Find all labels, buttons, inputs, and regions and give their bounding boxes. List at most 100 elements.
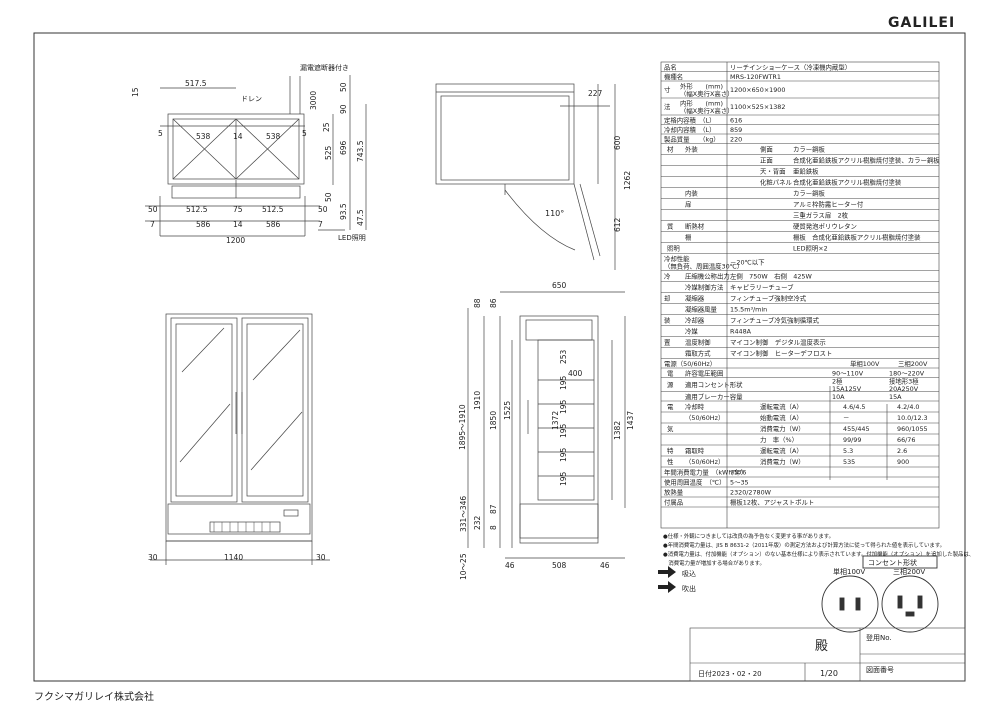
spec-row-2: 寸 bbox=[664, 85, 671, 94]
elec-char-row-2: 気 bbox=[667, 424, 674, 433]
company-name: フクシマガリレイ株式会社 bbox=[34, 692, 154, 703]
side-view bbox=[467, 291, 626, 559]
material-row-9: 照明 bbox=[667, 245, 680, 253]
tail-row-0: 7576 bbox=[730, 469, 746, 477]
elec-char-row-4: 運転電流（A） bbox=[760, 446, 803, 455]
outlet-three-phase: 三相200V bbox=[893, 567, 925, 576]
dim-label-side_46l: 46 bbox=[505, 561, 515, 570]
spec-row-1: 機種名 bbox=[664, 72, 683, 81]
dim-label-d50l: 50 bbox=[148, 205, 158, 214]
cooling-row-5: フィンチューブ冷気強制循環式 bbox=[730, 316, 820, 325]
cooling-row-8: 霜取方式 bbox=[685, 349, 711, 358]
material-row-0: 材 bbox=[667, 145, 674, 154]
elec-row-1: 適用コンセント形状 bbox=[685, 380, 743, 389]
dim-label-r50b: 50 bbox=[324, 192, 333, 202]
dim-label-v1025: 10～25 bbox=[459, 553, 468, 580]
spec-row-3: 1100×525×1382 bbox=[730, 103, 785, 111]
elec-char-row-5: 535 bbox=[843, 458, 855, 466]
dim-label-v253: 253 bbox=[559, 349, 568, 364]
elec-char-row-2: 455/445 bbox=[843, 425, 870, 433]
elec-char-row-5: （50/60Hz） bbox=[685, 458, 724, 466]
dim-label-top_517: 517.5 bbox=[185, 79, 207, 88]
dim-label-d538a: 538 bbox=[196, 132, 211, 141]
material-row-7: 硬質発泡ポリウレタン bbox=[793, 222, 857, 231]
dim-label-d7r: 7 bbox=[318, 220, 323, 229]
note-1: ●年間消費電力量は、JIS B 8631-2（2011年版）の測定方法および計算… bbox=[663, 541, 945, 549]
tail-row-1: 5～35 bbox=[730, 479, 749, 487]
dim-label-v88: 88 bbox=[473, 298, 482, 308]
dim-label-v195-2: 195 bbox=[559, 423, 568, 438]
drain-label: ドレン bbox=[241, 95, 262, 103]
dim-label-r696: 696 bbox=[339, 140, 348, 155]
material-row-1: 正面 bbox=[760, 157, 773, 165]
elec-head: 単相100V bbox=[850, 359, 880, 368]
dim-label-d14a: 14 bbox=[233, 132, 243, 141]
dim-label-r3000: 3000 bbox=[309, 91, 318, 110]
spec-row-6: 製品質量 （kg） bbox=[664, 134, 720, 143]
material-row-5: 扉 bbox=[685, 200, 691, 209]
elec-char-row-3: 66/76 bbox=[897, 436, 915, 444]
plan-door-view bbox=[435, 83, 616, 270]
elec-char-row-4: 特 bbox=[667, 446, 674, 455]
material-row-0: カラー鋼板 bbox=[793, 145, 826, 154]
spec-row-2: 1200×650×1900 bbox=[730, 86, 785, 94]
dim-label-d512a: 512.5 bbox=[186, 205, 208, 214]
dim-label-v87: 87 bbox=[489, 504, 498, 514]
dim-label-side_650: 650 bbox=[552, 281, 567, 290]
dim-label-v195-3: 195 bbox=[559, 447, 568, 462]
cooling-row-7: 置 bbox=[664, 339, 671, 347]
date-label: 日付2023・02・20 bbox=[698, 669, 762, 678]
spec-row-2: 外形 (mm)（幅X奥行X高さ） bbox=[680, 82, 734, 98]
material-row-8: 棚 bbox=[685, 233, 691, 242]
dim-label-side_508: 508 bbox=[552, 561, 567, 570]
spec-table bbox=[660, 61, 940, 529]
material-row-2: 天・背面 bbox=[760, 167, 786, 176]
cooling-row-5: 装 bbox=[664, 316, 671, 325]
cooling-row-1: 左側 750W 右側 425W bbox=[730, 272, 812, 281]
dim-label-d14b: 14 bbox=[233, 220, 243, 229]
dim-label-v232: 232 bbox=[473, 515, 482, 530]
cooling-row-2: キャピラリーチューブ bbox=[730, 283, 794, 292]
sheet-border bbox=[33, 32, 966, 682]
spec-row-0: 品名 bbox=[664, 62, 677, 71]
elec-char-row-0: 4.6/4.5 bbox=[843, 403, 865, 411]
spec-row-4: 616 bbox=[730, 116, 742, 124]
dim-label-v195-4: 195 bbox=[559, 471, 568, 486]
dim-label-v1372: 1372 bbox=[551, 411, 560, 430]
spec-row-1: MRS-120FWTR1 bbox=[730, 73, 781, 81]
elec-char-row-4: 霜取時 bbox=[685, 447, 705, 455]
cooling-row-6: R448A bbox=[730, 328, 752, 336]
cooling-row-0: －20℃以下 bbox=[730, 259, 765, 267]
legend-exhaust: 吹出 bbox=[682, 584, 696, 593]
dim-label-d538b: 538 bbox=[266, 132, 281, 141]
material-row-6: 三重ガラス扉 2枚 bbox=[793, 211, 849, 220]
door-angle-label: 110° bbox=[545, 209, 564, 218]
spec-row-4: 定格内容積 （L） bbox=[664, 115, 716, 124]
cooling-row-7: 温度制御 bbox=[685, 338, 711, 347]
cooling-row-5: 冷却器 bbox=[685, 316, 705, 325]
tail-row-0: 年間消費電力量 （kWh/年） bbox=[664, 468, 747, 477]
elec-row-0: 許容電圧範囲 bbox=[685, 368, 723, 377]
scale-label: 1/20 bbox=[820, 669, 838, 678]
dim-label-r93: 93.5 bbox=[339, 203, 348, 220]
led-label: LED照明 bbox=[338, 234, 366, 242]
elec-char-row-1: 始動電流（A） bbox=[760, 413, 803, 422]
material-row-7: 質 bbox=[667, 222, 674, 231]
dim-label-v1437: 1437 bbox=[626, 411, 635, 430]
dim-label-d75: 75 bbox=[233, 205, 243, 214]
top-view bbox=[145, 75, 367, 237]
dim-label-d512b: 512.5 bbox=[262, 205, 284, 214]
dim-label-d7l: 7 bbox=[150, 220, 155, 229]
elec-char-row-0: 運転電流（A） bbox=[760, 402, 803, 411]
material-row-9: LED照明×2 bbox=[793, 245, 828, 253]
front-view bbox=[150, 313, 330, 565]
dim-label-r90: 90 bbox=[339, 104, 348, 114]
dim-label-side_46r: 46 bbox=[600, 561, 610, 570]
cooling-row-0: 冷却性能（無負荷、周囲温度30℃） bbox=[664, 254, 743, 270]
dim-label-f30l: 30 bbox=[148, 553, 158, 562]
elec-head: 三相200V bbox=[898, 359, 928, 368]
grille bbox=[213, 522, 271, 532]
cooling-row-7: マイコン制御 デジタル温度表示 bbox=[730, 338, 826, 347]
